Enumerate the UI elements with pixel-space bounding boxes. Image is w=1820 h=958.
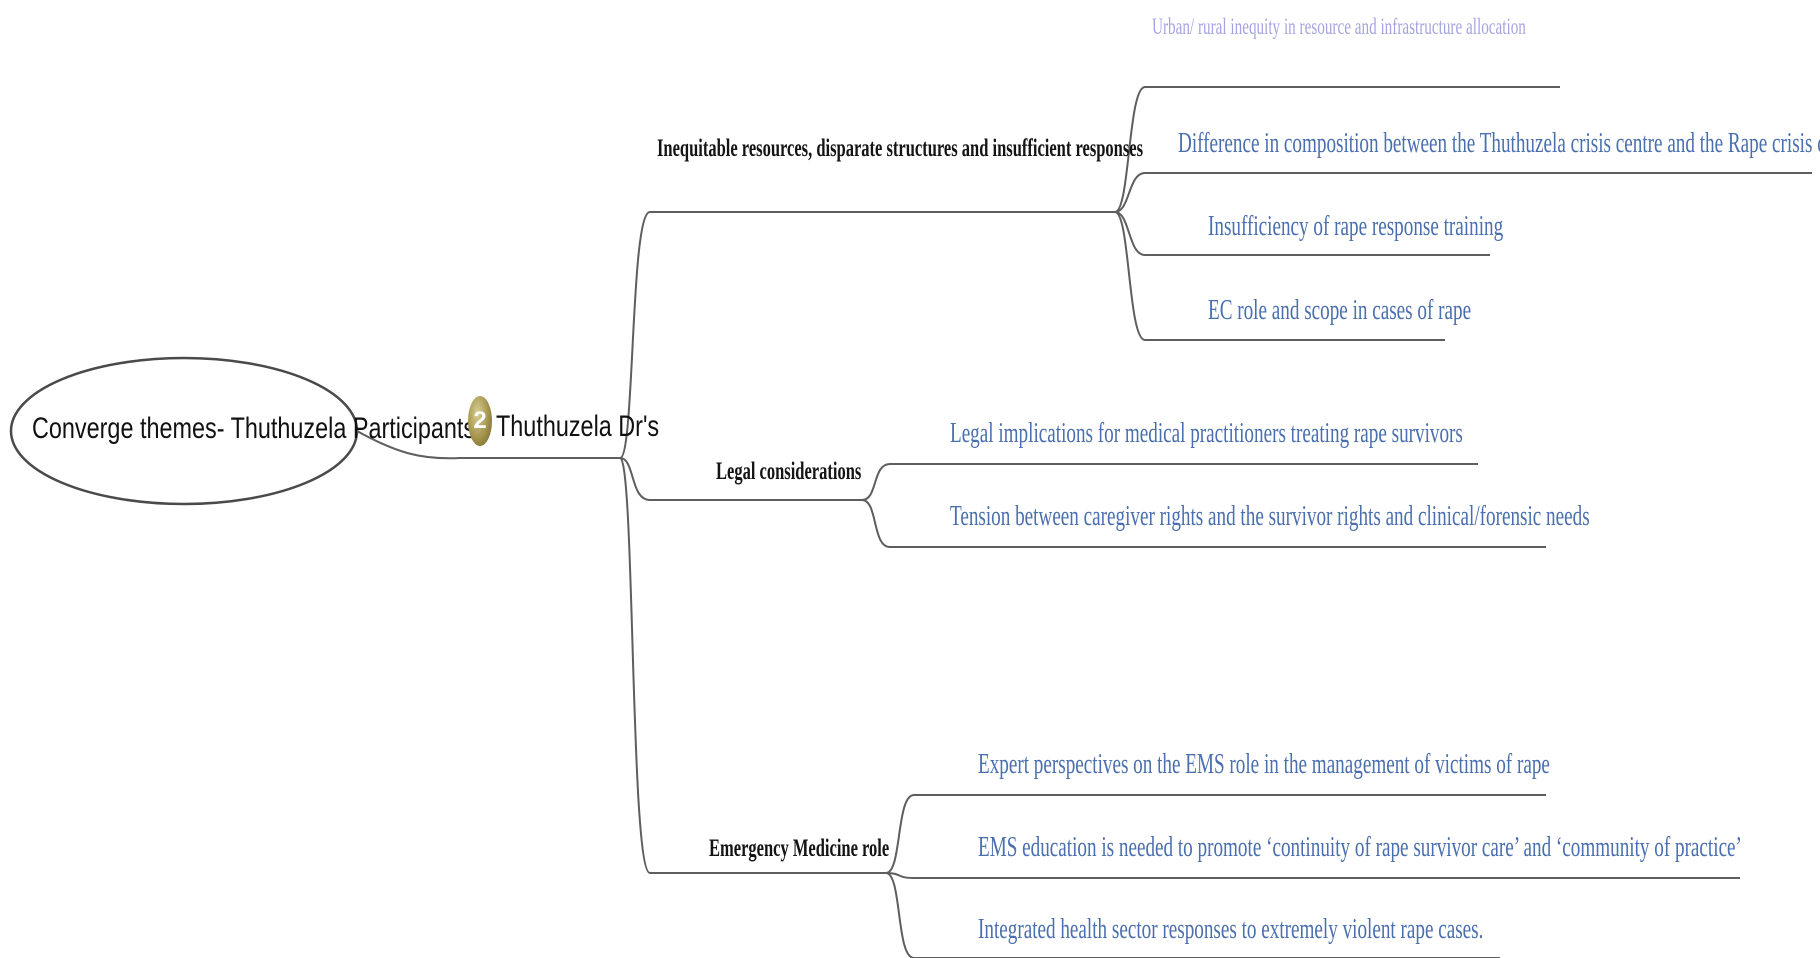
theme-2-child-1-label: Legal implications for medical practitio… xyxy=(950,417,1463,449)
theme-3-child-2-label: EMS education is needed to promote ‘cont… xyxy=(978,831,1742,863)
connector-theme-1-child-2 xyxy=(1114,172,1812,213)
connector-hub-theme-1 xyxy=(619,211,1115,459)
theme-1-child-4-label: EC role and scope in cases of rape xyxy=(1208,294,1472,326)
connector-theme-3-child-1 xyxy=(885,794,1546,874)
connector-hub-theme-2 xyxy=(619,457,862,501)
hub-number-badge: 2 xyxy=(468,396,492,446)
connector-theme-1-child-3 xyxy=(1114,211,1490,256)
hub-node-label: Thuthuzela Dr's xyxy=(496,410,660,443)
root-node-label: Converge themes- Thuthuzela Participants xyxy=(32,412,476,445)
connector-hub-theme-3 xyxy=(619,457,886,874)
connector-root-hub xyxy=(356,430,461,460)
theme-2-label: Legal considerations xyxy=(716,458,862,485)
connector-theme-3-child-2 xyxy=(885,872,1740,879)
theme-3-child-1-label: Expert perspectives on the EMS role in t… xyxy=(978,748,1550,780)
theme-1-child-1-label: Urban/ rural inequity in resource and in… xyxy=(1152,14,1526,39)
theme-1-child-3-label: Insufficiency of rape response training xyxy=(1208,210,1504,242)
connector-theme-1-child-4 xyxy=(1114,211,1445,341)
theme-3-child-3-label: Integrated health sector responses to ex… xyxy=(978,913,1484,945)
theme-1-child-2-label: Difference in composition between the Th… xyxy=(1178,127,1820,159)
theme-2-child-2-label: Tension between caregiver rights and the… xyxy=(950,500,1590,532)
connector-theme-1-child-1 xyxy=(1114,86,1560,213)
connector-theme-2-child-2 xyxy=(861,499,1546,548)
theme-1-label: Inequitable resources, disparate structu… xyxy=(657,135,1144,162)
connector-theme-3-child-3 xyxy=(885,872,1500,958)
connector-theme-2-child-1 xyxy=(861,463,1478,501)
theme-3-label: Emergency Medicine role xyxy=(709,835,890,862)
